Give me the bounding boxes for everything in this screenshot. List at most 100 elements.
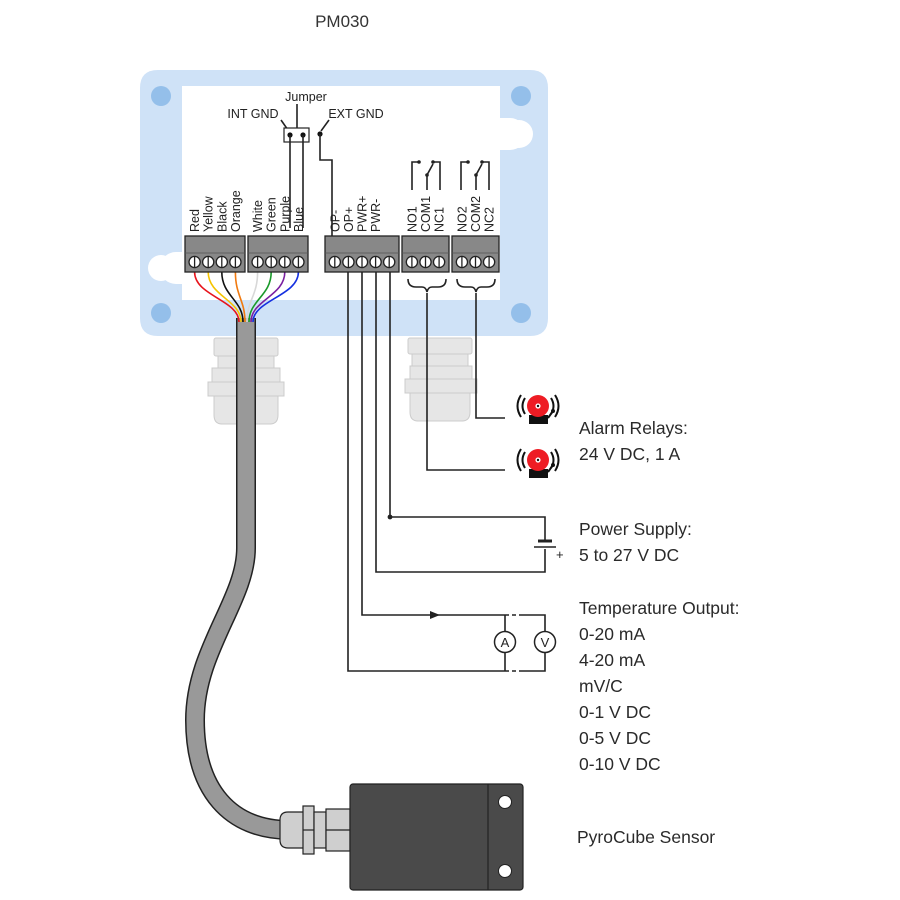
terminal-screw-icon [419, 255, 432, 269]
terminal-screw-icon [264, 255, 278, 269]
pin-label: Blue [292, 207, 306, 232]
terminal-screw-icon [215, 255, 229, 269]
relay-contact-2 [460, 160, 490, 190]
pin-label: NO1 [405, 206, 419, 232]
sensor-mount-hole-icon [498, 864, 512, 878]
alarm-callout: Alarm Relays: 24 V DC, 1 A [579, 418, 688, 464]
pin-label: PWR+ [356, 196, 370, 232]
power-heading: Power Supply: [579, 519, 692, 539]
terminal-screw-icon [369, 255, 382, 269]
terminal-block-power-output: OP-OP+PWR+PWR- [324, 196, 400, 273]
wire-com2 [475, 293, 505, 419]
output-callout: Temperature Output: 0-20 mA 4-20 mA mV/C… [579, 598, 740, 774]
mount-hole-icon [511, 303, 531, 323]
sensor-wires [193, 271, 300, 323]
jumper-label: Jumper [285, 90, 327, 104]
ext-gnd-label: EXT GND [328, 107, 383, 121]
pyrocube-sensor [279, 783, 524, 891]
sensor-wire-white [246, 271, 259, 323]
sensor-wire-yellow [207, 271, 242, 323]
wire-pwr-plus [375, 272, 546, 573]
svg-text:V: V [541, 635, 550, 650]
pin-label: Yellow [202, 195, 216, 232]
terminal-screw-icon [278, 255, 292, 269]
wire-op-minus [347, 272, 505, 672]
battery-plus-label: + [556, 547, 564, 562]
output-option: 0-1 V DC [579, 702, 651, 722]
pin-label: Black [215, 201, 229, 232]
power-callout: Power Supply: 5 to 27 V DC [579, 519, 692, 565]
terminal-screw-icon [405, 255, 419, 269]
output-option: 4-20 mA [579, 650, 645, 670]
ammeter-icon: A [493, 630, 517, 654]
sensor-wire-black [221, 271, 244, 323]
relay-braces [407, 278, 496, 293]
alarm-spec: 24 V DC, 1 A [579, 444, 680, 464]
sensor-wire-green [248, 271, 272, 323]
sensor-wire-red [193, 271, 240, 323]
pin-label: NC1 [433, 207, 447, 232]
output-heading: Temperature Output: [579, 598, 740, 618]
wire-com1 [426, 293, 505, 471]
output-option: 0-10 V DC [579, 754, 661, 774]
sensor-wire-orange [234, 271, 246, 323]
circuit-wires [347, 272, 546, 672]
pin-label: Red [188, 209, 202, 232]
current-arrow-icon [430, 611, 440, 619]
mount-hole-icon [151, 303, 171, 323]
power-spec: 5 to 27 V DC [579, 545, 679, 565]
terminal-screw-icon [328, 255, 342, 269]
svg-text:A: A [501, 635, 510, 650]
pin-label: Green [265, 197, 279, 232]
terminal-screw-icon [229, 255, 242, 269]
pin-label: COM2 [469, 196, 483, 232]
pin-label: Orange [229, 190, 243, 232]
terminal-screw-icon [201, 255, 215, 269]
output-option: 0-5 V DC [579, 728, 651, 748]
mount-hole-icon [511, 86, 531, 106]
terminal-screw-icon [188, 255, 201, 269]
pin-label: NO2 [455, 206, 469, 232]
int-gnd-label: INT GND [227, 107, 278, 121]
terminal-screw-icon [355, 255, 369, 269]
voltmeter-icon: V [533, 630, 557, 654]
sensor-wire-blue [252, 271, 300, 323]
pin-label: White [251, 200, 265, 232]
device-title: PM030 [315, 12, 369, 31]
output-option: 0-20 mA [579, 624, 645, 644]
mount-hole-icon [151, 86, 171, 106]
terminal-screw-icon [432, 255, 446, 269]
wire-op-plus [361, 272, 505, 616]
terminal-screw-icon [342, 255, 355, 269]
pin-label: NC2 [483, 207, 497, 232]
jumper: Jumper INT GND EXT GND [227, 90, 384, 238]
pin-label: OP- [328, 210, 342, 232]
terminal-screw-icon [469, 255, 482, 269]
sensor-wire-purple [250, 271, 286, 323]
pin-label: COM1 [419, 196, 433, 232]
alarm-heading: Alarm Relays: [579, 418, 688, 438]
output-option: mV/C [579, 676, 623, 696]
terminal-screw-icon [455, 255, 469, 269]
pin-label: Purple [278, 196, 292, 232]
terminal-screw-icon [292, 255, 305, 269]
pin-label: OP+ [342, 207, 356, 232]
alarm-bell-icon [516, 394, 560, 424]
wire-pwr-minus [389, 272, 546, 540]
pin-label: PWR- [369, 199, 383, 232]
relay-contact-1 [411, 160, 441, 190]
sensor-gland [279, 805, 351, 855]
cable-gland-right [404, 337, 478, 422]
sensor-body [349, 783, 524, 891]
battery-icon: + [534, 539, 564, 562]
sensor-label: PyroCube Sensor [577, 827, 715, 847]
terminal-screw-icon [251, 255, 264, 269]
alarm-bell-icon [516, 448, 560, 478]
terminal-screw-icon [482, 255, 496, 269]
